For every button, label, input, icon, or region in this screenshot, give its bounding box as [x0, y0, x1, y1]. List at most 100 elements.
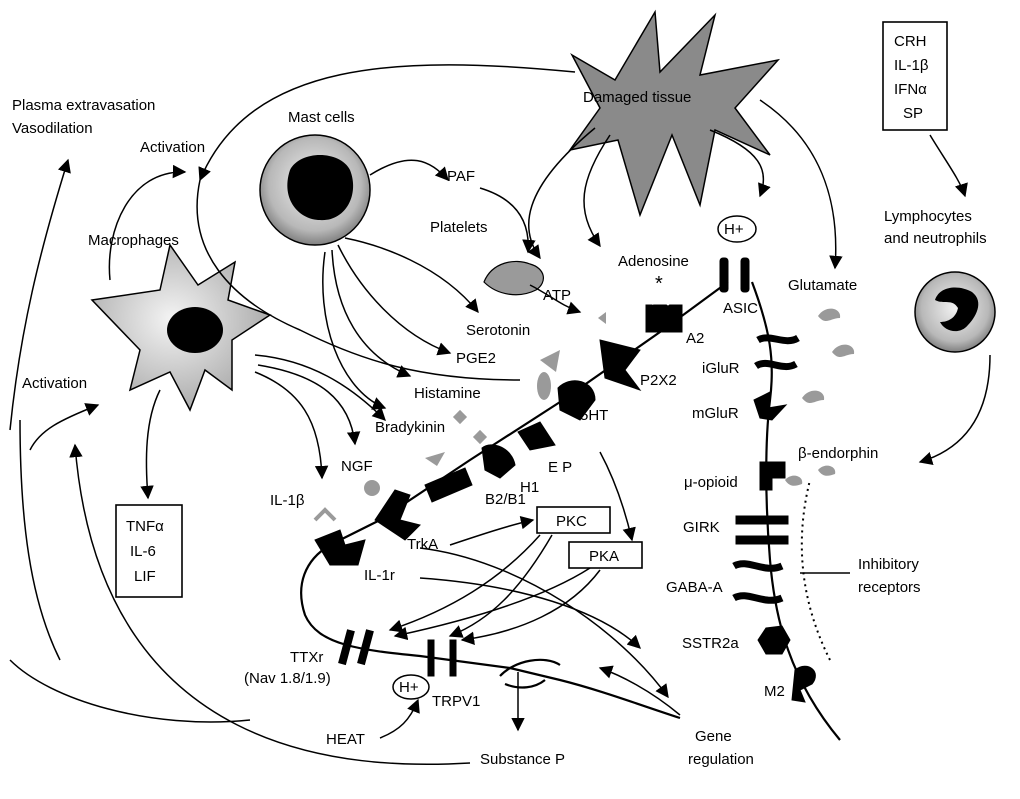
endorphin-ligand-2 — [818, 466, 835, 476]
histamine-ligand-2 — [473, 430, 487, 444]
cytokine-il6: IL-6 — [130, 543, 156, 560]
arrow-lymph-endorphin — [920, 355, 990, 462]
h1-receptor — [482, 445, 515, 478]
mediator-sp: SP — [903, 105, 923, 122]
arrow-tissue-adenosine — [584, 135, 610, 246]
arrow-mast-paf — [370, 160, 448, 180]
m2-label: M2 — [764, 683, 785, 700]
arrow-tissue-to-mast — [200, 65, 575, 180]
cytokine-lif: LIF — [134, 568, 156, 585]
mglur-label: mGluR — [692, 405, 739, 422]
arrow-mast-serotonin — [345, 238, 478, 312]
mediator-box: CRH IL-1β IFNα SP — [883, 22, 947, 130]
mast-cells-label: Mast cells — [288, 109, 355, 126]
cytokine-box: TNFα IL-6 LIF — [116, 505, 182, 597]
trpv1-label: TRPV1 — [432, 693, 480, 710]
lymphocyte-cell — [915, 272, 995, 352]
adenosine-star-icon: * — [655, 273, 663, 295]
arrow-tissue-glutamate — [760, 100, 836, 268]
plasma-extravasation-label: Plasma extravasation — [12, 97, 155, 114]
h-plus-top-label: H+ — [724, 221, 744, 238]
nav-label: (Nav 1.8/1.9) — [244, 670, 331, 687]
histamine-ligand — [453, 410, 467, 424]
activation-top-label: Activation — [140, 139, 205, 156]
pkc-label: PKC — [556, 513, 587, 530]
heat-label: HEAT — [326, 731, 365, 748]
inhibitory-label: Inhibitory — [858, 556, 919, 573]
receptors-label: receptors — [858, 579, 921, 596]
sstr2a-receptor — [758, 626, 790, 654]
platelets-label: Platelets — [430, 219, 488, 236]
nerve-branch-lower — [505, 680, 545, 687]
iglur-receptor — [756, 363, 796, 366]
ngf-ligand — [364, 480, 380, 496]
pka-box: PKA — [569, 542, 642, 568]
arrow-heat-trpv1 — [380, 700, 418, 738]
gaba-a-label: GABA-A — [666, 579, 723, 596]
damaged-tissue-shape: Damaged tissue — [570, 12, 778, 215]
5ht-label: 5HT — [580, 407, 608, 424]
activation-left-label: Activation — [22, 375, 87, 392]
a2-receptor — [646, 305, 682, 332]
substance-p-label: Substance P — [480, 751, 565, 768]
regulation-label: regulation — [688, 751, 754, 768]
platelet-shape — [484, 261, 543, 294]
macrophages-label: Macrophages — [88, 232, 179, 249]
mediator-crh: CRH — [894, 33, 927, 50]
trpv1-channel-a — [428, 640, 434, 676]
arrow-mast-pge2 — [338, 245, 450, 353]
arrow-mast-histamine — [332, 250, 410, 376]
arrow-il1r-gene — [420, 578, 640, 648]
sstr2a-label: SSTR2a — [682, 635, 739, 652]
pka-label: PKA — [589, 548, 619, 565]
inhibitory-receptors-arc — [802, 480, 830, 660]
p2x2-label: P2X2 — [640, 372, 677, 389]
endorphin-ligand-1 — [785, 476, 802, 486]
atp-label: ATP — [543, 287, 571, 304]
girk-channel-b — [736, 536, 788, 544]
pge2-label: PGE2 — [456, 350, 496, 367]
receptor-upper-wave — [758, 338, 798, 341]
m2-receptor — [792, 666, 815, 702]
bradykinin-ligand — [425, 452, 445, 466]
il1b-label: IL-1β — [270, 492, 305, 509]
arrow-macro-cytokines — [146, 390, 160, 498]
mu-opioid-receptor — [760, 462, 785, 490]
gene-label: Gene — [695, 728, 732, 745]
arrow-macro-ngf — [258, 365, 355, 444]
trpv1-channel-b — [450, 640, 456, 676]
h-plus-top: H+ — [718, 216, 756, 242]
glutamate-ligand-3 — [802, 391, 824, 403]
ttxr-label: TTXr — [290, 649, 323, 666]
a2-label: A2 — [686, 330, 704, 347]
h-plus-bottom: H+ — [393, 675, 429, 699]
iglur-label: iGluR — [702, 360, 740, 377]
arrow-gene-back — [600, 668, 680, 715]
damaged-tissue-label: Damaged tissue — [583, 89, 691, 106]
il1r-label: IL-1r — [364, 567, 395, 584]
serotonin-label: Serotonin — [466, 322, 530, 339]
receptors-left — [315, 258, 749, 676]
mediator-ifn: IFNα — [894, 81, 927, 98]
adenosine-label: Adenosine — [618, 253, 689, 270]
gaba-a-wave-a — [734, 564, 782, 569]
asic-channel-right — [741, 258, 749, 292]
arrow-pka-trpv1 — [462, 570, 600, 640]
asic-label: ASIC — [723, 300, 758, 317]
bradykinin-label: Bradykinin — [375, 419, 445, 436]
b2b1-label: B2/B1 — [485, 491, 526, 508]
ep-label: E P — [548, 459, 572, 476]
mu-opioid-label: μ-opioid — [684, 474, 738, 491]
p2x2-receptor — [600, 340, 640, 390]
macrophage-cell — [92, 245, 270, 410]
mast-cell — [260, 135, 370, 245]
a2-notch — [652, 298, 684, 304]
vasodilation-label: Vasodilation — [12, 120, 93, 137]
cytokine-tnf: TNFα — [126, 518, 164, 535]
asic-channel-left — [720, 258, 728, 292]
glutamate-ligand-2 — [832, 345, 854, 357]
arrow-trka-pkc — [450, 520, 533, 545]
arrow-mast-bradykinin — [323, 252, 385, 408]
